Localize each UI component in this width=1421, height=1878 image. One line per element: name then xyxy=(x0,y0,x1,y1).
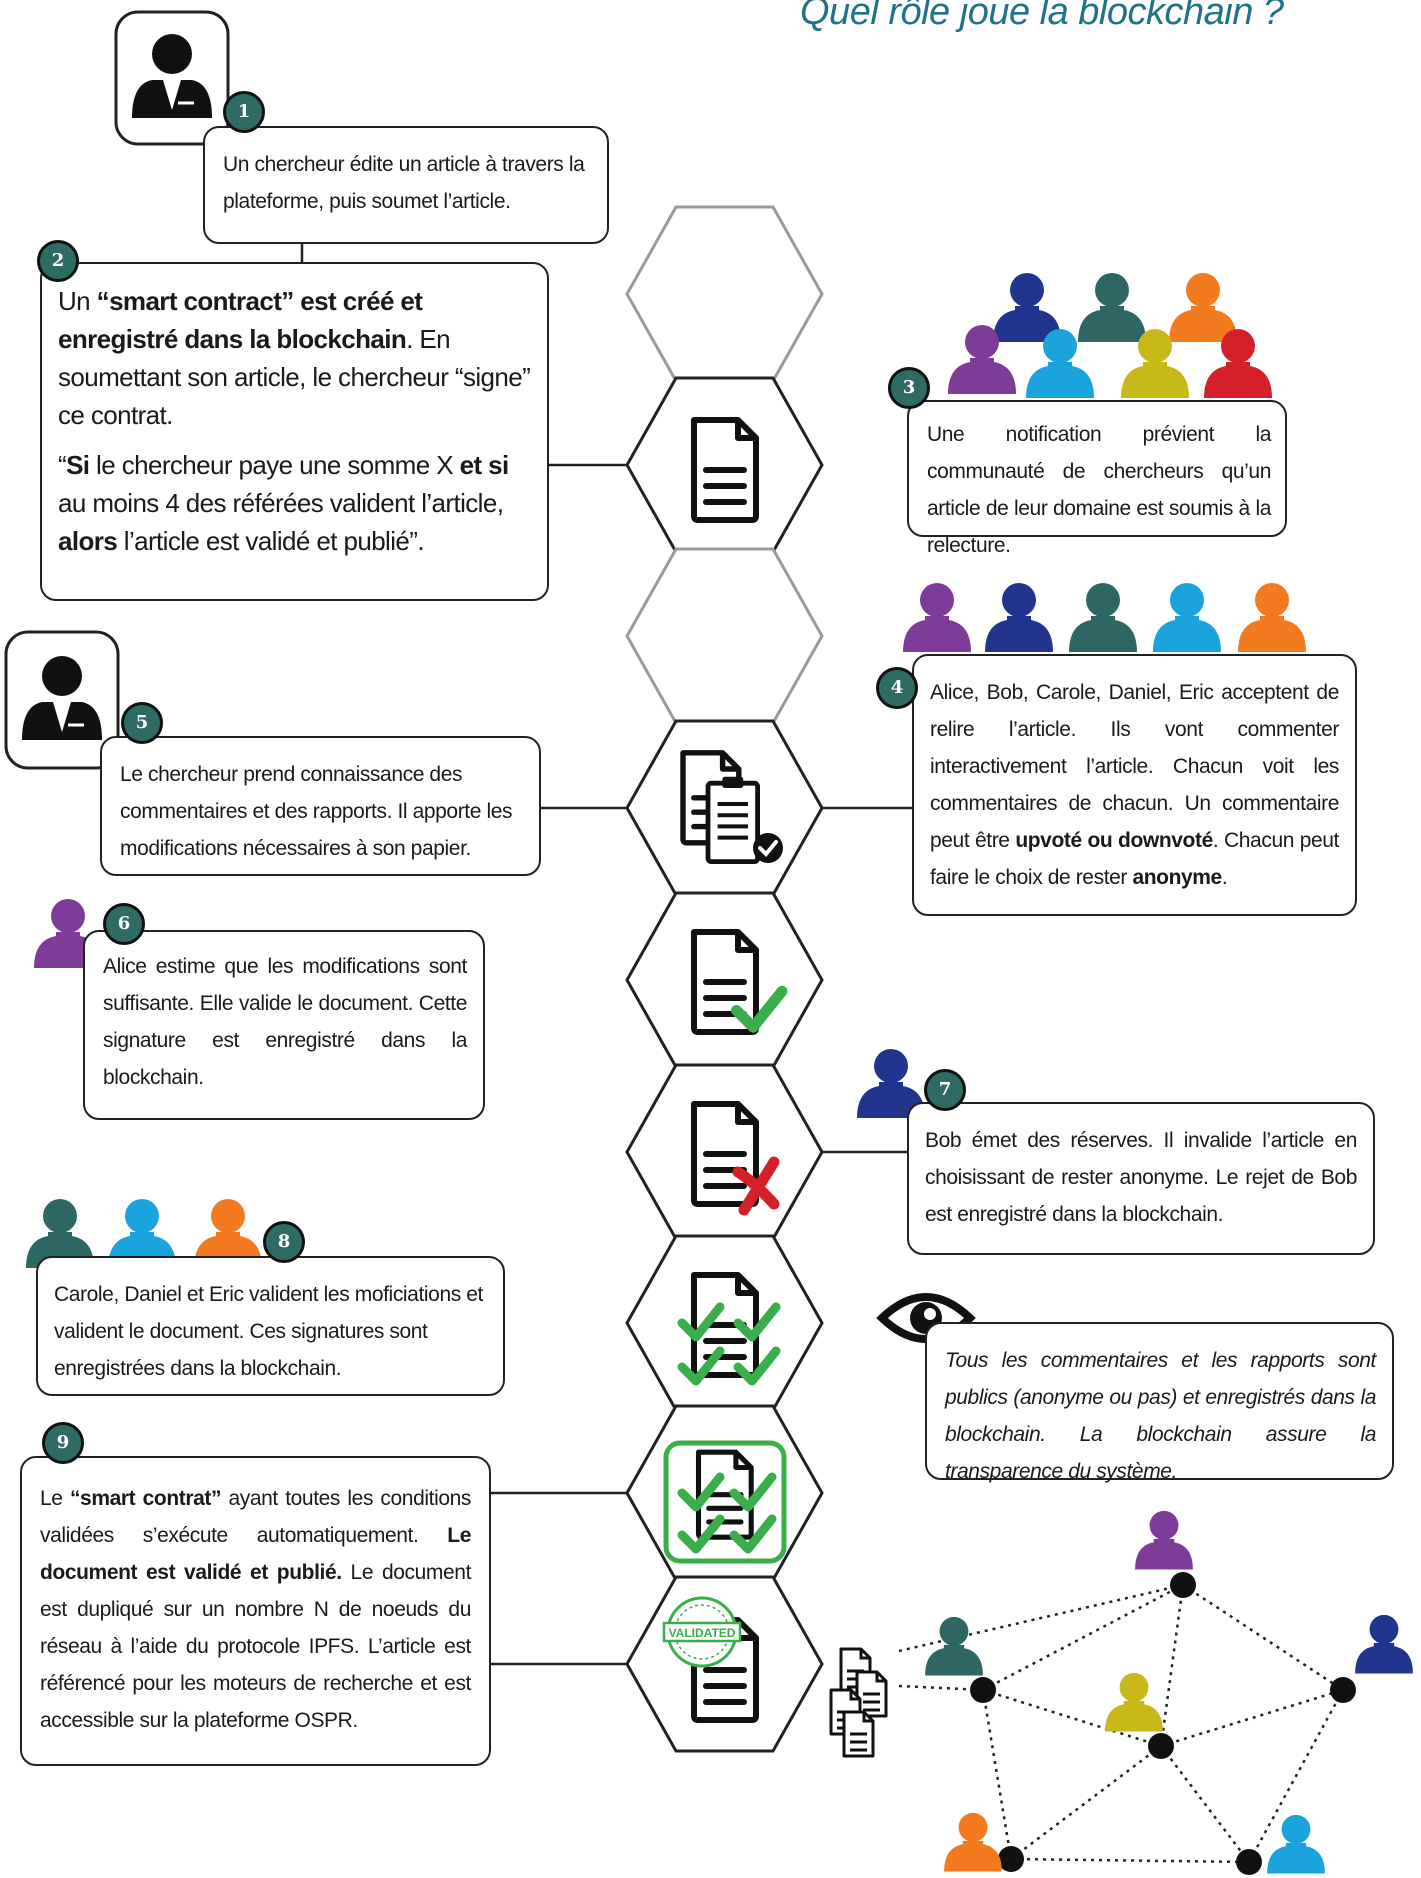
step-4-text: Alice, Bob, Carole, Daniel, Eric accepte… xyxy=(930,674,1339,896)
page-title: Quel rôle joue la blockchain ? xyxy=(800,0,1284,33)
step-9-text-part: ayant toutes les conditions validées s’e… xyxy=(40,1487,471,1547)
step-9-text-part: Le document est dupliqué sur un nombre N… xyxy=(40,1561,472,1732)
step-4-text-part: Alice, Bob, Carole, Daniel, Eric accepte… xyxy=(930,681,1339,852)
step-7-box: Bob émet des réserves. Il invalide l’art… xyxy=(907,1102,1375,1255)
step-3-badge: 3 xyxy=(888,367,930,409)
step-8-text: Carole, Daniel et Eric valident les mofi… xyxy=(54,1283,483,1380)
eye-note-box: Tous les commentaires et les rapports so… xyxy=(925,1322,1394,1483)
step-2-text-part: Si xyxy=(66,450,90,480)
step-8-box: Carole, Daniel et Eric valident les mofi… xyxy=(36,1256,505,1396)
step-9-text-part: “smart contrat” xyxy=(69,1487,222,1510)
step-4-text-part: . Chacun peut faire le choix de rester xyxy=(930,829,1339,889)
step-2-text-part: Un xyxy=(58,286,97,316)
step-2-text-part: le chercheur paye une somme X xyxy=(89,450,460,480)
step-4-text-part: anonyme xyxy=(1132,866,1222,889)
step-5-badge: 5 xyxy=(121,702,163,744)
step-1-text: Un chercheur édite un article à travers … xyxy=(223,153,585,213)
community-people-icons xyxy=(948,273,1272,398)
step-9-text-part: Le xyxy=(40,1487,70,1510)
step-4-badge: 4 xyxy=(876,667,918,709)
step-2-text-part: “smart contract” est créé et enregistré … xyxy=(58,286,423,354)
step-2-paragraph-1: Un “smart contract” est créé et enregist… xyxy=(58,282,531,434)
step-9-badge: 9 xyxy=(42,1422,84,1464)
step-2-text-part: . En soumettant son article, le chercheu… xyxy=(58,324,531,430)
step-8-badge: 8 xyxy=(263,1221,305,1263)
step-3-box: Une notification prévient la communauté … xyxy=(907,400,1287,557)
step-1-badge: 1 xyxy=(223,91,265,133)
step-9-text-part: Le document est validé et publié. xyxy=(40,1524,471,1584)
step-7-text: Bob émet des réserves. Il invalide l’art… xyxy=(925,1129,1357,1226)
document-cross-icon xyxy=(694,1104,780,1216)
step-4-text-part: . xyxy=(1221,866,1228,889)
step-2-box: Un “smart contract” est créé et enregist… xyxy=(40,262,549,601)
step-6-box: Alice estime que les modifications sont … xyxy=(83,930,485,1120)
step-4-text-part: upvoté ou downvoté xyxy=(1015,829,1213,852)
step-7-badge: 7 xyxy=(924,1069,966,1111)
eye-note-text: Tous les commentaires et les rapports so… xyxy=(945,1349,1376,1483)
researcher-avatar-icon xyxy=(4,630,120,770)
eye-icon xyxy=(876,1293,976,1343)
document-validated-icon: VALIDATED xyxy=(662,1596,756,1720)
stamp-text: VALIDATED xyxy=(669,1626,736,1640)
step-2-text-part: alors xyxy=(58,526,118,556)
connector-lines xyxy=(300,244,912,1666)
researcher-avatar-icon xyxy=(114,10,230,146)
step-2-text-part: “ xyxy=(58,450,67,480)
network-icon xyxy=(829,1510,1413,1875)
step-9-box: Le “smart contrat” ayant toutes les cond… xyxy=(20,1456,491,1766)
document-framed-checks-icon xyxy=(663,1440,787,1564)
reviewers-icons xyxy=(903,583,1306,652)
step-2-text-part: l’article est validé et publié”. xyxy=(117,526,425,556)
step-5-text: Le chercheur prend connaissance des comm… xyxy=(120,763,513,860)
step-1-box: Un chercheur édite un article à travers … xyxy=(203,126,609,244)
document-icon xyxy=(694,420,756,520)
step-2-text-part: au moins 4 des référées valident l’artic… xyxy=(58,488,504,518)
documents-review-icon xyxy=(683,753,783,865)
step-3-text: Une notification prévient la communauté … xyxy=(927,423,1271,557)
step-6-text: Alice estime que les modifications sont … xyxy=(103,955,467,1089)
step-2-text-part: et si xyxy=(459,450,510,480)
step-4-box: Alice, Bob, Carole, Daniel, Eric accepte… xyxy=(912,654,1357,916)
step-2-paragraph-2: “Si le chercheur paye une somme X et si … xyxy=(58,446,531,560)
step-9-text: Le “smart contrat” ayant toutes les cond… xyxy=(40,1480,471,1739)
step-6-badge: 6 xyxy=(103,903,145,945)
step-5-box: Le chercheur prend connaissance des comm… xyxy=(100,736,541,876)
step-2-badge: 2 xyxy=(37,240,79,282)
